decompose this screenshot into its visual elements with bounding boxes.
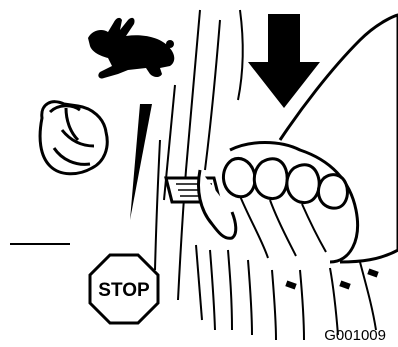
stop-sign-icon: STOP bbox=[90, 255, 158, 323]
stop-label: STOP bbox=[98, 280, 150, 301]
choke-knob-icon bbox=[40, 102, 107, 174]
rabbit-icon bbox=[88, 18, 174, 79]
speed-wedge-icon bbox=[130, 104, 152, 220]
figure-code: G001009 bbox=[324, 327, 386, 344]
down-arrow-icon bbox=[248, 14, 320, 108]
